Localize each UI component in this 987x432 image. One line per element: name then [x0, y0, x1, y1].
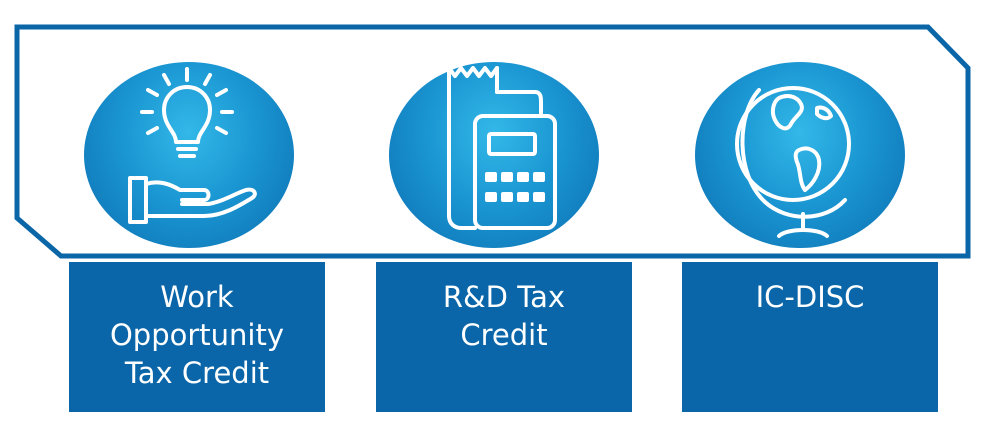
card-label-line: IC-DISC: [755, 280, 865, 314]
lightbulb-hand-icon: [128, 67, 257, 224]
card-label-line: R&D Tax: [442, 280, 566, 314]
card-label-line: Work: [160, 280, 234, 314]
globe-icon: [735, 86, 851, 238]
card-label-line: Credit: [460, 318, 548, 352]
receipt-calculator-icon: [447, 66, 557, 230]
card-rd-tax-credit: R&D Tax Credit: [376, 262, 632, 412]
card-label-line: Opportunity: [109, 318, 285, 352]
circle-ic-disc: [695, 62, 905, 248]
card-label-line: Tax Credit: [124, 356, 270, 390]
card-work-opportunity: Work Opportunity Tax Credit: [69, 262, 325, 412]
circle-work-opportunity: [84, 62, 294, 248]
circle-rd-tax-credit: [389, 62, 599, 248]
card-ic-disc: IC-DISC: [682, 262, 938, 412]
